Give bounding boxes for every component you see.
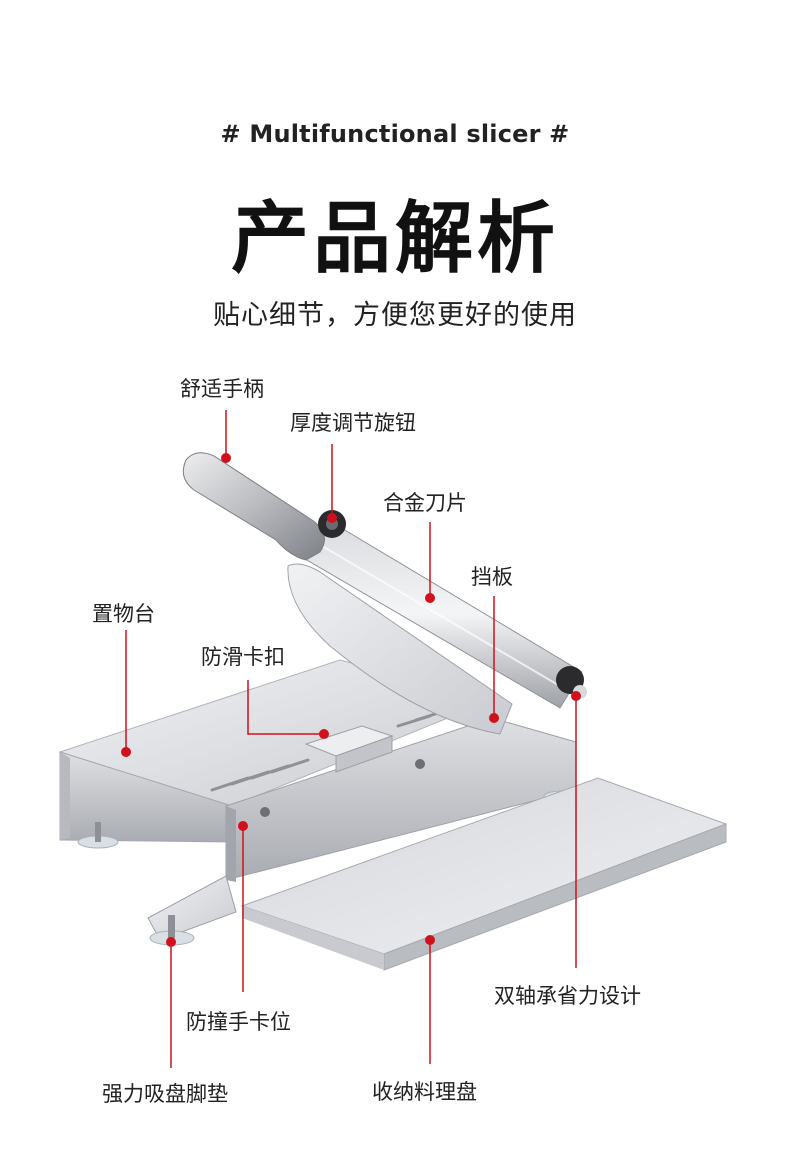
label-alloy-blade: 合金刀片 [383, 491, 467, 515]
dot-feet [166, 937, 176, 947]
dot-platform [121, 747, 131, 757]
tagline: 贴心细节，方便您更好的使用 [213, 300, 577, 331]
label-handle: 舒适手柄 [180, 377, 264, 401]
label-hand-guard: 防撞手卡位 [186, 1010, 291, 1034]
label-anti-slip-clip: 防滑卡扣 [201, 645, 285, 669]
hand-guard-arm [147, 875, 237, 941]
dot-hand-guard [238, 821, 248, 831]
callout-lines [125, 410, 577, 1068]
english-subtitle: # Multifunctional slicer # [220, 120, 570, 148]
anti-slip-clip-shape [304, 725, 394, 773]
dot-baffle [489, 713, 499, 723]
dot-tray [425, 935, 435, 945]
storage-tray [240, 777, 728, 971]
dot-bearing [571, 691, 581, 701]
platform [58, 659, 494, 843]
label-thickness-knob: 厚度调节旋钮 [290, 411, 416, 435]
label-storage-tray: 收纳料理盘 [372, 1080, 477, 1104]
dot-handle [221, 453, 231, 463]
handle-shape [182, 452, 325, 561]
label-suction-feet: 强力吸盘脚垫 [102, 1082, 228, 1106]
label-baffle: 挡板 [471, 565, 513, 589]
callout-dots [121, 453, 581, 947]
dot-blade [425, 593, 435, 603]
page-title: 产品解析 [230, 194, 559, 284]
dot-knob [327, 513, 337, 523]
baffle-shape [287, 563, 513, 735]
dot-clip [319, 729, 329, 739]
label-dual-bearing: 双轴承省力设计 [494, 984, 641, 1008]
label-platform: 置物台 [92, 602, 155, 626]
